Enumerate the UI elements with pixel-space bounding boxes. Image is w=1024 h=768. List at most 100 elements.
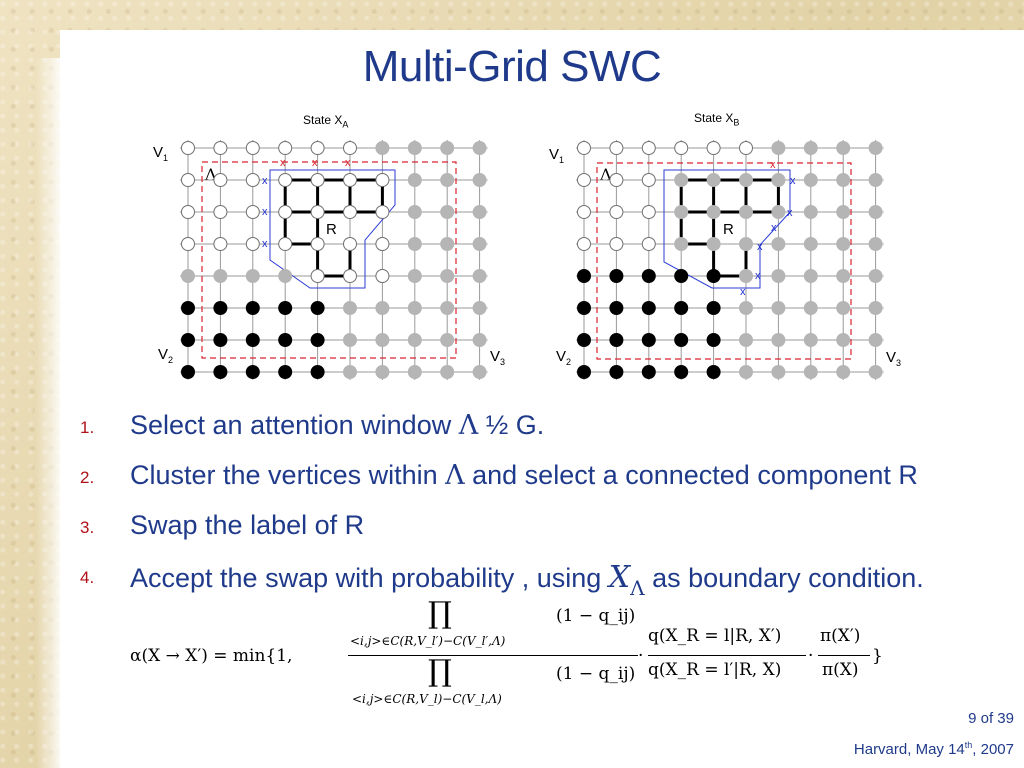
step-pre: Select an attention window [130,410,459,440]
grid-node [213,205,228,219]
grid-node [771,269,786,283]
grid-node [407,237,422,251]
grid-node [641,173,656,187]
grid-node [577,237,591,251]
v1-left-text: V [153,144,164,161]
cut-mark: x [790,175,796,187]
grid-node [375,141,390,155]
grid-node [836,173,851,187]
posterior-denominator: π(X) [822,660,859,680]
cut-mark: x [770,159,776,171]
dot-2: · [808,646,814,666]
grid-node [472,333,487,347]
grid-node [278,237,293,251]
grid-node [609,141,624,155]
grid-node [181,173,195,187]
state-label-right: State XB [694,111,739,127]
grid-node [706,237,721,251]
v2-left-sub: 2 [168,355,174,365]
product-symbol-bottom: ∏ [428,654,452,689]
region-label-left: R [326,221,337,238]
grid-node [245,141,260,155]
grid-node [739,141,753,155]
grid-node [343,173,357,187]
grid-node [641,365,656,379]
grid-node [771,205,786,219]
grid-node [181,333,195,347]
grid-node [577,269,591,283]
grid-node [375,333,390,347]
region-label-right: R [723,221,734,238]
grid-node [407,141,422,155]
grid-node [803,301,818,315]
grid-node [641,237,656,251]
grid-node [245,237,260,251]
grid-node [577,205,591,219]
step-pre: Cluster the vertices within [130,460,446,490]
slide-edge-shadow [36,58,62,768]
grid-node [641,141,656,155]
grid-node [440,205,455,219]
proposal-numerator: q(X_R = l|R, X′) [648,626,782,646]
state-label-left-text: State X [303,113,343,127]
grid-node [771,237,786,251]
fraction-line-proposal [648,655,806,656]
posterior-numerator: π(X′) [820,626,861,646]
grid-node [836,333,851,347]
grid-node [771,141,786,155]
grid-node [771,333,786,347]
state-label-right-text: State X [694,111,734,125]
grid-node [641,301,656,315]
grid-node [868,173,883,187]
cut-mark: x [757,241,763,253]
grid-node [245,365,260,379]
grid-node [868,301,883,315]
step-post: as boundary condition. [644,563,924,593]
grid-node [641,333,656,347]
grid-node [674,365,689,379]
grid-node [609,269,624,283]
cut-mark: x [280,157,286,169]
grid-node [472,237,487,251]
grid-node [739,333,753,347]
acceptance-formula: α(X → X′) = min{1, ∏ <i,j>∈C(R,V_l′)−C(V… [130,596,890,713]
step-text: Select an attention window Λ ½ G. [130,410,544,441]
grid-node [181,365,195,379]
dot-1: · [638,646,644,666]
lambda-label-right: Λ [600,165,612,184]
grid-node [472,301,487,315]
grid-node [674,333,689,347]
grid-node [706,173,721,187]
grid-node [836,205,851,219]
grid-node [440,141,455,155]
step-post: and select a connected component R [464,460,918,490]
cut-mark: x [755,270,761,282]
grid-node [771,173,786,187]
grid-node [440,365,455,379]
cut-mark: x [771,222,777,234]
state-label-left: State XA [303,113,348,129]
grid-node [641,205,656,219]
grid-node [181,205,195,219]
grid-node [803,365,818,379]
grid-node [609,205,624,219]
grid-node [739,365,753,379]
step-item: 4. Accept the swap with probability , us… [80,560,1000,610]
component-boundary [269,169,396,289]
steps-list: 1. Select an attention window Λ ½ G. 2. … [80,410,1000,610]
cut-mark: x [345,157,351,169]
v2-label-right: V2 [556,348,571,367]
grid-node [407,333,422,347]
grid-node [739,301,753,315]
grid-node [407,301,422,315]
grid-node [343,301,357,315]
v2-left-text: V [158,346,169,363]
grid-node [278,301,293,315]
grid-node [472,365,487,379]
grid-node [472,173,487,187]
grid-node [836,141,851,155]
grid-node [375,269,390,283]
grid-node [577,173,591,187]
grid-node [213,141,228,155]
